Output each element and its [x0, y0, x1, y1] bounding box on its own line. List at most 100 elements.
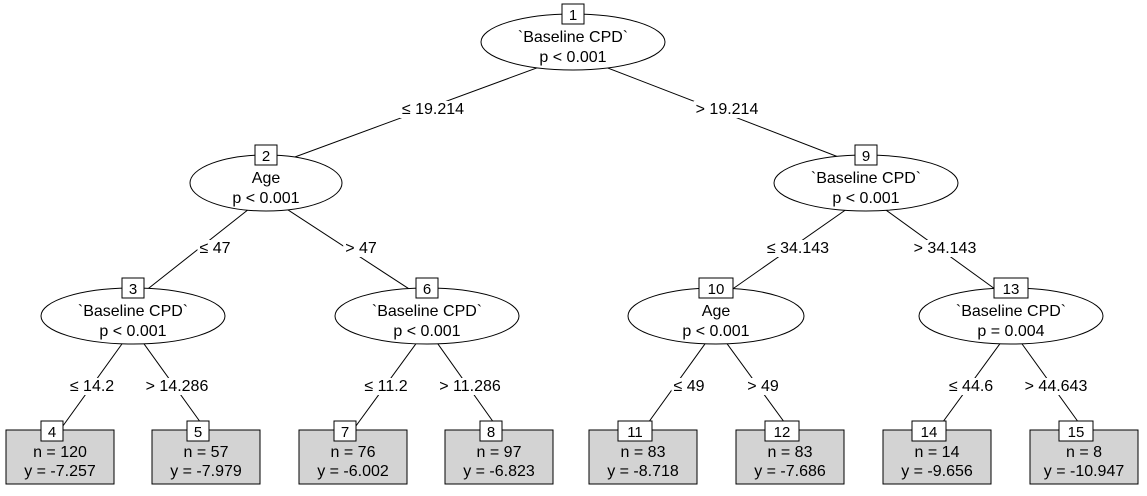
- edge-label-13-14: ≤ 44.6: [949, 378, 993, 395]
- inner-node-6-variable: `Baseline CPD`: [372, 303, 482, 320]
- terminal-node-8: 8n = 97y = -6.823: [444, 420, 554, 485]
- inner-node-3-id-box: [121, 277, 145, 299]
- terminal-node-5-n: n = 57: [184, 444, 229, 461]
- inner-node-9-variable: `Baseline CPD`: [811, 170, 921, 187]
- edge-label-bg-1-2: [399, 101, 467, 118]
- terminal-node-7-id-box: [333, 420, 357, 442]
- inner-node-9-id-label: 9: [862, 148, 870, 165]
- terminal-node-15: 15 n = 8 y = -10.947: [1029, 420, 1139, 485]
- terminal-node-14-n: n = 14: [915, 444, 960, 461]
- inner-node-10-pvalue: p < 0.001: [682, 323, 749, 340]
- edge-label-bg-3-4: [67, 378, 117, 395]
- inner-node-10-variable: Age: [702, 303, 731, 320]
- edge-label-bg-2-6: [343, 240, 379, 257]
- inner-node-2-pvalue: p < 0.001: [232, 190, 299, 207]
- edge-label-bg-3-5: [143, 378, 211, 395]
- edge-label-bg-10-11: [671, 378, 707, 395]
- terminal-node-4-id-label: 4: [48, 424, 56, 441]
- inner-node-9-pvalue: p < 0.001: [832, 190, 899, 207]
- edge-label-6-7: ≤ 11.2: [364, 378, 407, 395]
- inner-node-13-variable: `Baseline CPD`: [956, 303, 1066, 320]
- terminal-node-7-n: n = 76: [331, 444, 376, 461]
- terminal-node-4-y: y = -7.257: [24, 463, 96, 480]
- inner-node-13: 13 `Baseline CPD` p = 0.004: [918, 277, 1104, 345]
- inner-node-1-pvalue: p < 0.001: [539, 49, 606, 66]
- inner-node-1-id-box: [561, 3, 585, 25]
- inner-node-2-id-box: [254, 144, 278, 166]
- inner-node-1-id-label: 1: [569, 7, 577, 24]
- terminal-node-15-n: n = 8: [1066, 444, 1102, 461]
- terminal-node-7-id-label: 7: [341, 424, 349, 441]
- terminal-node-5-id-label: 5: [194, 424, 202, 441]
- terminal-node-7: 7 n = 76 y = -6.002: [298, 420, 408, 485]
- edge-label-2-6: > 47: [345, 240, 377, 257]
- edge-label-2-3: ≤ 47: [199, 240, 230, 257]
- inner-node-10-id-label: 10: [708, 281, 725, 298]
- inner-node-3-variable: `Baseline CPD`: [78, 303, 188, 320]
- inner-node-9: 9 `Baseline CPD` p < 0.001: [773, 144, 959, 212]
- edge-label-3-5: > 14.286: [146, 378, 209, 395]
- edge-label-3-4: ≤ 14.2: [70, 378, 114, 395]
- terminal-node-15-id-label: 15: [1068, 424, 1085, 441]
- terminal-node-12-id-box: [764, 420, 800, 442]
- inner-node-2-variable: Age: [252, 170, 281, 187]
- inner-node-13-id-label: 13: [1003, 281, 1020, 298]
- terminal-node-4-id-box: [40, 420, 64, 442]
- edge-label-bg-9-13: [911, 240, 979, 257]
- edge-label-bg-2-3: [197, 240, 233, 257]
- terminal-node-12-n: n = 83: [768, 444, 813, 461]
- inner-node-6-id-box: [415, 277, 439, 299]
- edge-label-6-8: > 11.286: [439, 378, 501, 395]
- terminal-node-14-y: y = -9.656: [901, 463, 973, 480]
- terminal-node-5-y: y = -7.979: [170, 463, 242, 480]
- inner-node-9-id-box: [854, 144, 878, 166]
- terminal-node-8-id-label: 8: [487, 424, 495, 441]
- inner-node-13-id-box: [993, 277, 1029, 299]
- edge-label-bg-10-12: [745, 378, 781, 395]
- inner-node-13-pvalue: p = 0.004: [977, 323, 1044, 340]
- edge-label-bg-6-7: [362, 378, 410, 395]
- inner-node-3: 3 `Baseline CPD` p < 0.001: [40, 277, 226, 345]
- terminal-node-8-n: n = 97: [477, 444, 522, 461]
- inner-node-6: 6 `Baseline CPD` p < 0.001: [334, 277, 520, 345]
- inner-node-6-id-label: 6: [423, 281, 431, 298]
- inner-node-2-id-label: 2: [262, 148, 270, 165]
- inner-node-3-pvalue: p < 0.001: [99, 323, 166, 340]
- terminal-node-11-n: n = 83: [621, 444, 666, 461]
- terminal-node-11-id-label: 11: [627, 424, 643, 441]
- edge-label-10-12: > 49: [747, 378, 779, 395]
- edge-label-1-9: > 19.214: [696, 101, 759, 118]
- terminal-node-11-y: y = -8.718: [607, 463, 679, 480]
- edge-label-bg-1-9: [693, 101, 761, 118]
- edge-label-bg-13-14: [946, 378, 996, 395]
- edge-label-9-13: > 34.143: [914, 240, 977, 257]
- terminal-node-4-n: n = 120: [33, 444, 87, 461]
- inner-node-1-variable: `Baseline CPD`: [518, 29, 628, 46]
- terminal-node-11: 11 n = 83 y = -8.718: [588, 420, 698, 485]
- terminal-node-5-id-box: [186, 420, 210, 442]
- inner-node-3-id-label: 3: [129, 281, 137, 298]
- inner-node-6-pvalue: p < 0.001: [393, 323, 460, 340]
- edge-label-13-15: > 44.643: [1025, 378, 1088, 395]
- terminal-node-11-id-box: [617, 420, 653, 442]
- terminal-node-12-y: y = -7.686: [754, 463, 826, 480]
- terminal-node-7-y: y = -6.002: [317, 463, 389, 480]
- terminal-node-4: 4 n = 120 y = -7.257: [5, 420, 115, 485]
- terminal-node-12: 12 n = 83 y = -7.686: [735, 420, 845, 485]
- edge-label-bg-6-8: [437, 378, 503, 395]
- edge-label-9-10: ≤ 34.143: [767, 240, 829, 257]
- terminal-node-15-y: y = -10.947: [1044, 463, 1125, 480]
- inner-node-1: 1 `Baseline CPD` p < 0.001: [480, 3, 666, 71]
- terminal-node-5: 5 n = 57 y = -7.979: [151, 420, 261, 485]
- edge-label-bg-13-15: [1022, 378, 1090, 395]
- edge-label-bg-9-10: [764, 240, 832, 257]
- terminal-node-14: 14n = 14y = -9.656: [882, 420, 992, 485]
- terminal-node-12-id-label: 12: [774, 424, 791, 441]
- edge-label-10-11: ≤ 49: [673, 378, 704, 395]
- terminal-node-14-id-box: [911, 420, 947, 442]
- terminal-node-15-id-box: [1058, 420, 1094, 442]
- inner-node-10-id-box: [698, 277, 734, 299]
